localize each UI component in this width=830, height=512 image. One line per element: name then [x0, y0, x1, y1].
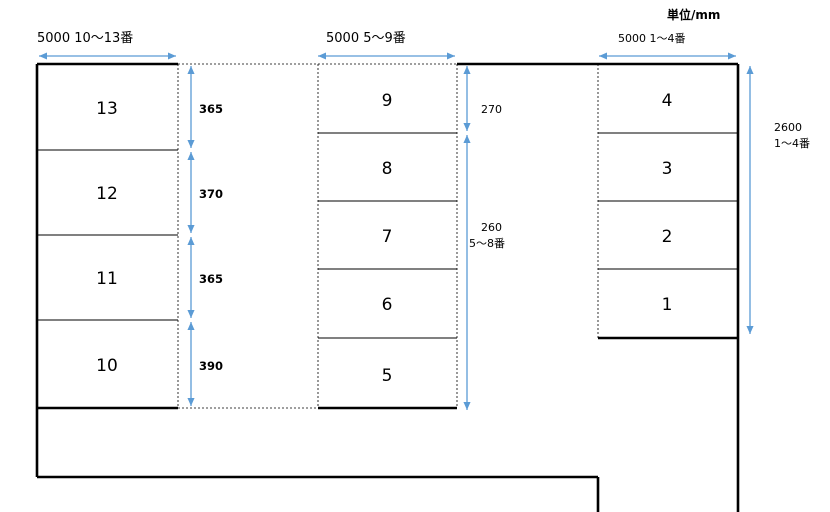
slot-number-10: 10 [96, 356, 118, 376]
depth-label-10: 390 [199, 359, 223, 373]
depth-label-1-4: 2600 [774, 121, 802, 134]
slot-number-6: 6 [382, 295, 393, 315]
unit-label: 単位/mm [667, 7, 720, 22]
slot-number-11: 11 [96, 269, 118, 289]
width-label-10-13: 5000 10〜13番 [37, 31, 133, 46]
depth-label-9: 270 [481, 103, 502, 116]
depth-label-13: 365 [199, 102, 223, 116]
slot-number-8: 8 [382, 159, 393, 179]
slot-number-13: 13 [96, 99, 118, 119]
slot-number-7: 7 [382, 227, 393, 247]
width-label-1-4: 5000 1〜4番 [618, 32, 686, 45]
slot-number-4: 4 [662, 91, 673, 111]
width-label-5-9: 5000 5〜9番 [326, 31, 406, 46]
depth-label-11: 365 [199, 272, 223, 286]
depth-label-5-8-range: 5〜8番 [469, 237, 505, 250]
slot-number-5: 5 [382, 366, 393, 386]
depth-label-12: 370 [199, 187, 223, 201]
slot-number-9: 9 [382, 91, 393, 111]
depth-label-5-8: 260 [481, 221, 502, 234]
slot-number-12: 12 [96, 184, 118, 204]
slot-number-1: 1 [662, 295, 673, 315]
slot-number-3: 3 [662, 159, 673, 179]
depth-label-1-4-range: 1〜4番 [774, 137, 810, 150]
slot-number-2: 2 [662, 227, 673, 247]
